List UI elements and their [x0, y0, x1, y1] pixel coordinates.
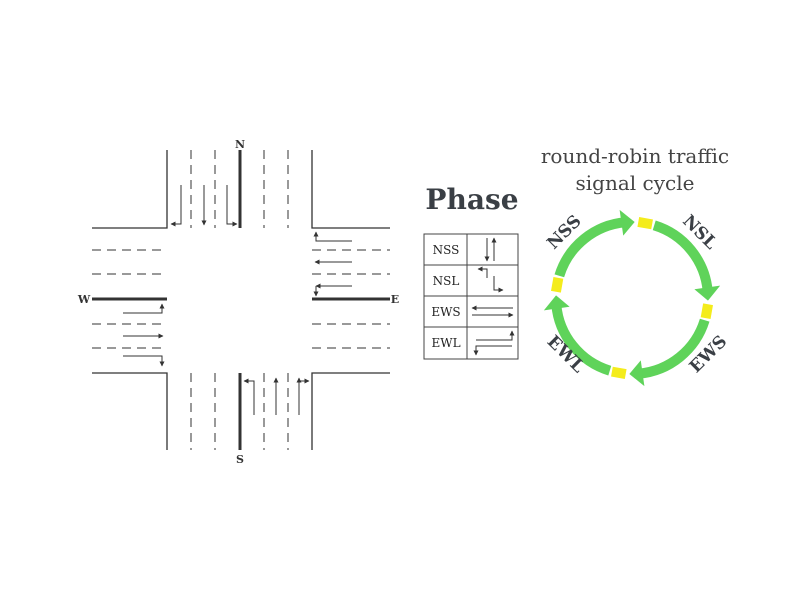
ews-arrows-icon — [471, 305, 514, 318]
compass-west: W — [77, 293, 91, 306]
cycle-arrowhead-ewl — [543, 295, 570, 311]
transition-block — [611, 366, 627, 379]
transition-block — [637, 217, 653, 230]
cycle-arc-nss — [554, 217, 626, 278]
compass-north: N — [235, 138, 245, 151]
compass-east: E — [391, 293, 399, 306]
phase-title: Phase — [425, 183, 518, 216]
cycle-ring — [543, 209, 721, 387]
phase-row-ewl-label: EWL — [431, 336, 460, 350]
phase-row-nsl-label: NSL — [433, 274, 460, 288]
lane-dashes — [92, 150, 390, 450]
cycle-arc-nsl — [652, 220, 713, 292]
phase-table: Phase NSS NSL EWS EWL — [423, 183, 519, 360]
transition-block — [551, 277, 564, 293]
cycle-transition-blocks — [551, 217, 713, 379]
cycle-arrowhead-nss — [619, 209, 635, 236]
medians — [92, 150, 390, 450]
west-approach-arrows — [123, 303, 165, 367]
cycle-arc-ewl — [551, 304, 612, 376]
cycle-title-line2: signal cycle — [576, 171, 695, 195]
phase-table-grid — [423, 233, 519, 360]
road-edges — [92, 150, 390, 450]
cycle-title-line1: round-robin traffic — [541, 144, 729, 168]
south-approach-arrows — [243, 377, 310, 415]
north-approach-arrows — [170, 185, 238, 227]
transition-block — [700, 303, 713, 319]
nss-arrows-icon — [484, 237, 497, 262]
signal-cycle: round-robin traffic signal cycle NSS NSL… — [541, 144, 731, 387]
intersection: N S W E — [77, 138, 399, 466]
cycle-arrowhead-nsl — [694, 285, 721, 301]
phase-row-nss-label: NSS — [433, 243, 460, 257]
phase-row-ews-label: EWS — [431, 305, 460, 319]
cycle-arc-ews — [638, 318, 710, 379]
cycle-arrowhead-ews — [629, 360, 645, 387]
east-approach-arrows — [313, 231, 352, 297]
ewl-arrows-icon — [473, 330, 515, 356]
nsl-arrows-icon — [477, 266, 504, 293]
compass-south: S — [236, 453, 244, 466]
